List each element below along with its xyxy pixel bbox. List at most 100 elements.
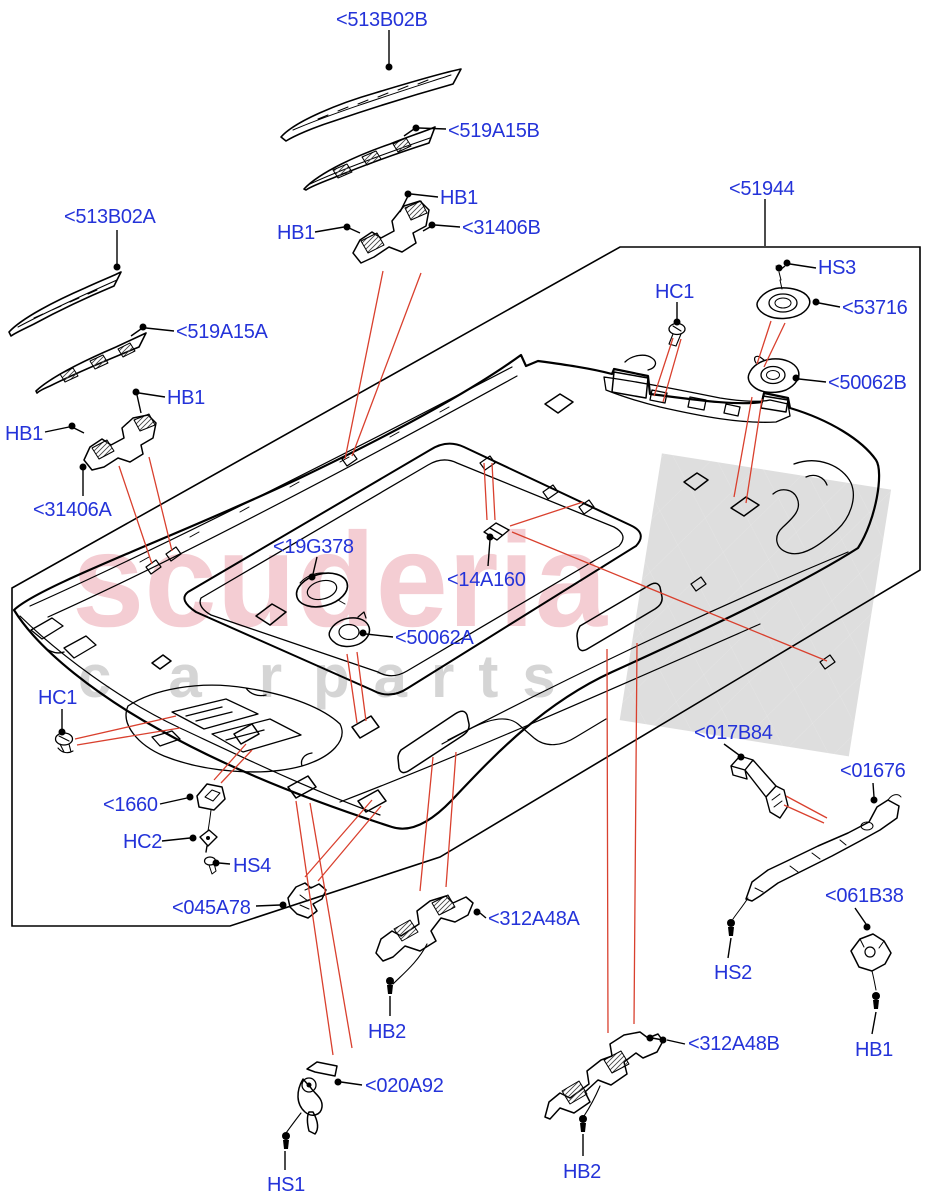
bracket-outline xyxy=(287,882,327,919)
leader-dot xyxy=(189,834,197,842)
part-label-017B84[interactable]: <017B84 xyxy=(694,722,773,744)
leader-dot xyxy=(308,573,316,581)
strip-outline xyxy=(303,126,436,191)
part-label-HB2-left[interactable]: HB2 xyxy=(368,1021,406,1043)
leader-19G378 xyxy=(312,556,318,575)
leader-end-dots xyxy=(58,63,878,1086)
hb2-bolt-left xyxy=(386,977,394,994)
watermark-tagline-word1: car xyxy=(78,643,339,710)
part-label-31406B[interactable]: <31406B xyxy=(462,217,541,239)
part-label-HB1-bottom[interactable]: HB1 xyxy=(855,1039,893,1061)
part-drawing-513B02B xyxy=(280,68,462,142)
part-label-51944[interactable]: <51944 xyxy=(729,178,795,200)
leader-dot xyxy=(428,221,436,229)
part-label-061B38[interactable]: <061B38 xyxy=(825,885,904,907)
strip-pads xyxy=(332,137,412,179)
leader-dot xyxy=(385,63,393,71)
leader-dot xyxy=(113,263,121,271)
part-label-312A48B[interactable]: <312A48B xyxy=(688,1033,780,1055)
rear-bow-detail xyxy=(603,354,791,423)
red-callout-lines xyxy=(74,270,828,1056)
part-label-HB1-top-left[interactable]: HB1 xyxy=(277,222,315,244)
part-label-19G378[interactable]: <19G378 xyxy=(273,536,354,558)
bolt-head xyxy=(727,919,735,927)
rail-wire xyxy=(583,1085,601,1117)
bracket-hole xyxy=(864,946,876,958)
part-label-045A78[interactable]: <045A78 xyxy=(172,897,251,919)
part-label-HS3[interactable]: HS3 xyxy=(818,257,856,279)
sub-part-drawings xyxy=(8,68,902,1149)
hc1-screw-lower xyxy=(54,732,74,754)
bolt-head xyxy=(872,992,880,1000)
wedge-outline xyxy=(730,755,789,819)
leader-dot xyxy=(737,753,745,761)
part-drawing-1660 xyxy=(196,783,226,832)
part-label-50062B[interactable]: <50062B xyxy=(828,372,907,394)
part-label-1660[interactable]: <1660 xyxy=(103,794,158,816)
leader-dot xyxy=(139,323,147,331)
leader-dot xyxy=(58,728,66,736)
part-label-HC1-upper[interactable]: HC1 xyxy=(655,281,695,303)
rail-outline xyxy=(375,895,474,962)
part-label-HC1-lower[interactable]: HC1 xyxy=(38,687,78,709)
sunroof-opening-outer xyxy=(183,442,642,696)
hook-eyelet xyxy=(301,1077,317,1093)
part-label-14A160[interactable]: <14A160 xyxy=(447,569,526,591)
leader-dot xyxy=(812,298,820,306)
part-drawing-519A15B xyxy=(303,126,436,191)
leader-dot xyxy=(343,223,351,231)
part-drawing-50062A xyxy=(328,611,371,648)
part-label-HB1-top-right[interactable]: HB1 xyxy=(440,187,478,209)
part-label-HB2-right[interactable]: HB2 xyxy=(563,1161,601,1183)
bolt-shaft xyxy=(580,1123,586,1132)
part-labels: <513B02B <519A15B HB1 HB1 <31406B <51944… xyxy=(5,9,908,1196)
gasket-ring xyxy=(760,365,786,385)
leader-lines xyxy=(44,30,877,1170)
part-label-519A15B[interactable]: <519A15B xyxy=(448,120,540,142)
part-drawing-513B02A xyxy=(8,271,122,337)
bolt-shaft xyxy=(387,985,393,994)
leader-dot xyxy=(486,533,494,541)
leader-519A15A xyxy=(130,327,175,337)
leader-045A78 xyxy=(255,904,281,907)
part-label-53716[interactable]: <53716 xyxy=(842,297,908,319)
leader-312A48B xyxy=(651,1037,686,1045)
part-label-31406A[interactable]: <31406A xyxy=(33,499,113,521)
part-drawing-017B84 xyxy=(730,755,789,819)
watermark: scuderia car parts xyxy=(72,453,892,757)
part-label-513B02B[interactable]: <513B02B xyxy=(336,9,428,31)
rail-outline xyxy=(745,799,900,902)
part-label-HB1-mid-right[interactable]: HB1 xyxy=(167,387,205,409)
leader-dot xyxy=(279,901,287,909)
part-label-50062A[interactable]: <50062A xyxy=(395,627,475,649)
diagram-border-frame xyxy=(11,246,921,927)
leader-dot xyxy=(186,793,194,801)
leader-HS2 xyxy=(727,937,732,959)
part-drawing-045A78 xyxy=(287,882,327,919)
rail-detail xyxy=(732,794,902,920)
screw-shaft xyxy=(668,325,682,347)
clip-pin xyxy=(206,836,210,840)
part-label-HC2[interactable]: HC2 xyxy=(123,831,163,853)
part-label-513B02A[interactable]: <513B02A xyxy=(64,206,157,228)
leader-HB1-mid-right xyxy=(136,392,166,414)
part-label-HS2[interactable]: HS2 xyxy=(714,962,752,984)
part-drawing-31406A xyxy=(83,413,157,471)
leader-dot xyxy=(212,859,220,867)
part-label-HS1[interactable]: HS1 xyxy=(267,1174,305,1196)
part-label-HB1-mid-left[interactable]: HB1 xyxy=(5,423,43,445)
leader-dot xyxy=(646,1034,654,1042)
part-label-01676[interactable]: <01676 xyxy=(840,760,906,782)
bracket-pads xyxy=(91,413,156,460)
bolt-shaft xyxy=(728,927,734,936)
gasket-tab xyxy=(357,611,367,619)
part-label-HS4[interactable]: HS4 xyxy=(233,855,271,877)
leader-dot xyxy=(863,923,871,931)
part-label-020A92[interactable]: <020A92 xyxy=(365,1075,444,1097)
part-drawing-hc2-clip xyxy=(199,829,218,853)
part-label-312A48A[interactable]: <312A48A xyxy=(488,908,581,930)
leader-14A160 xyxy=(487,539,491,567)
part-label-519A15A[interactable]: <519A15A xyxy=(176,321,269,343)
front-left-fittings xyxy=(30,617,97,659)
